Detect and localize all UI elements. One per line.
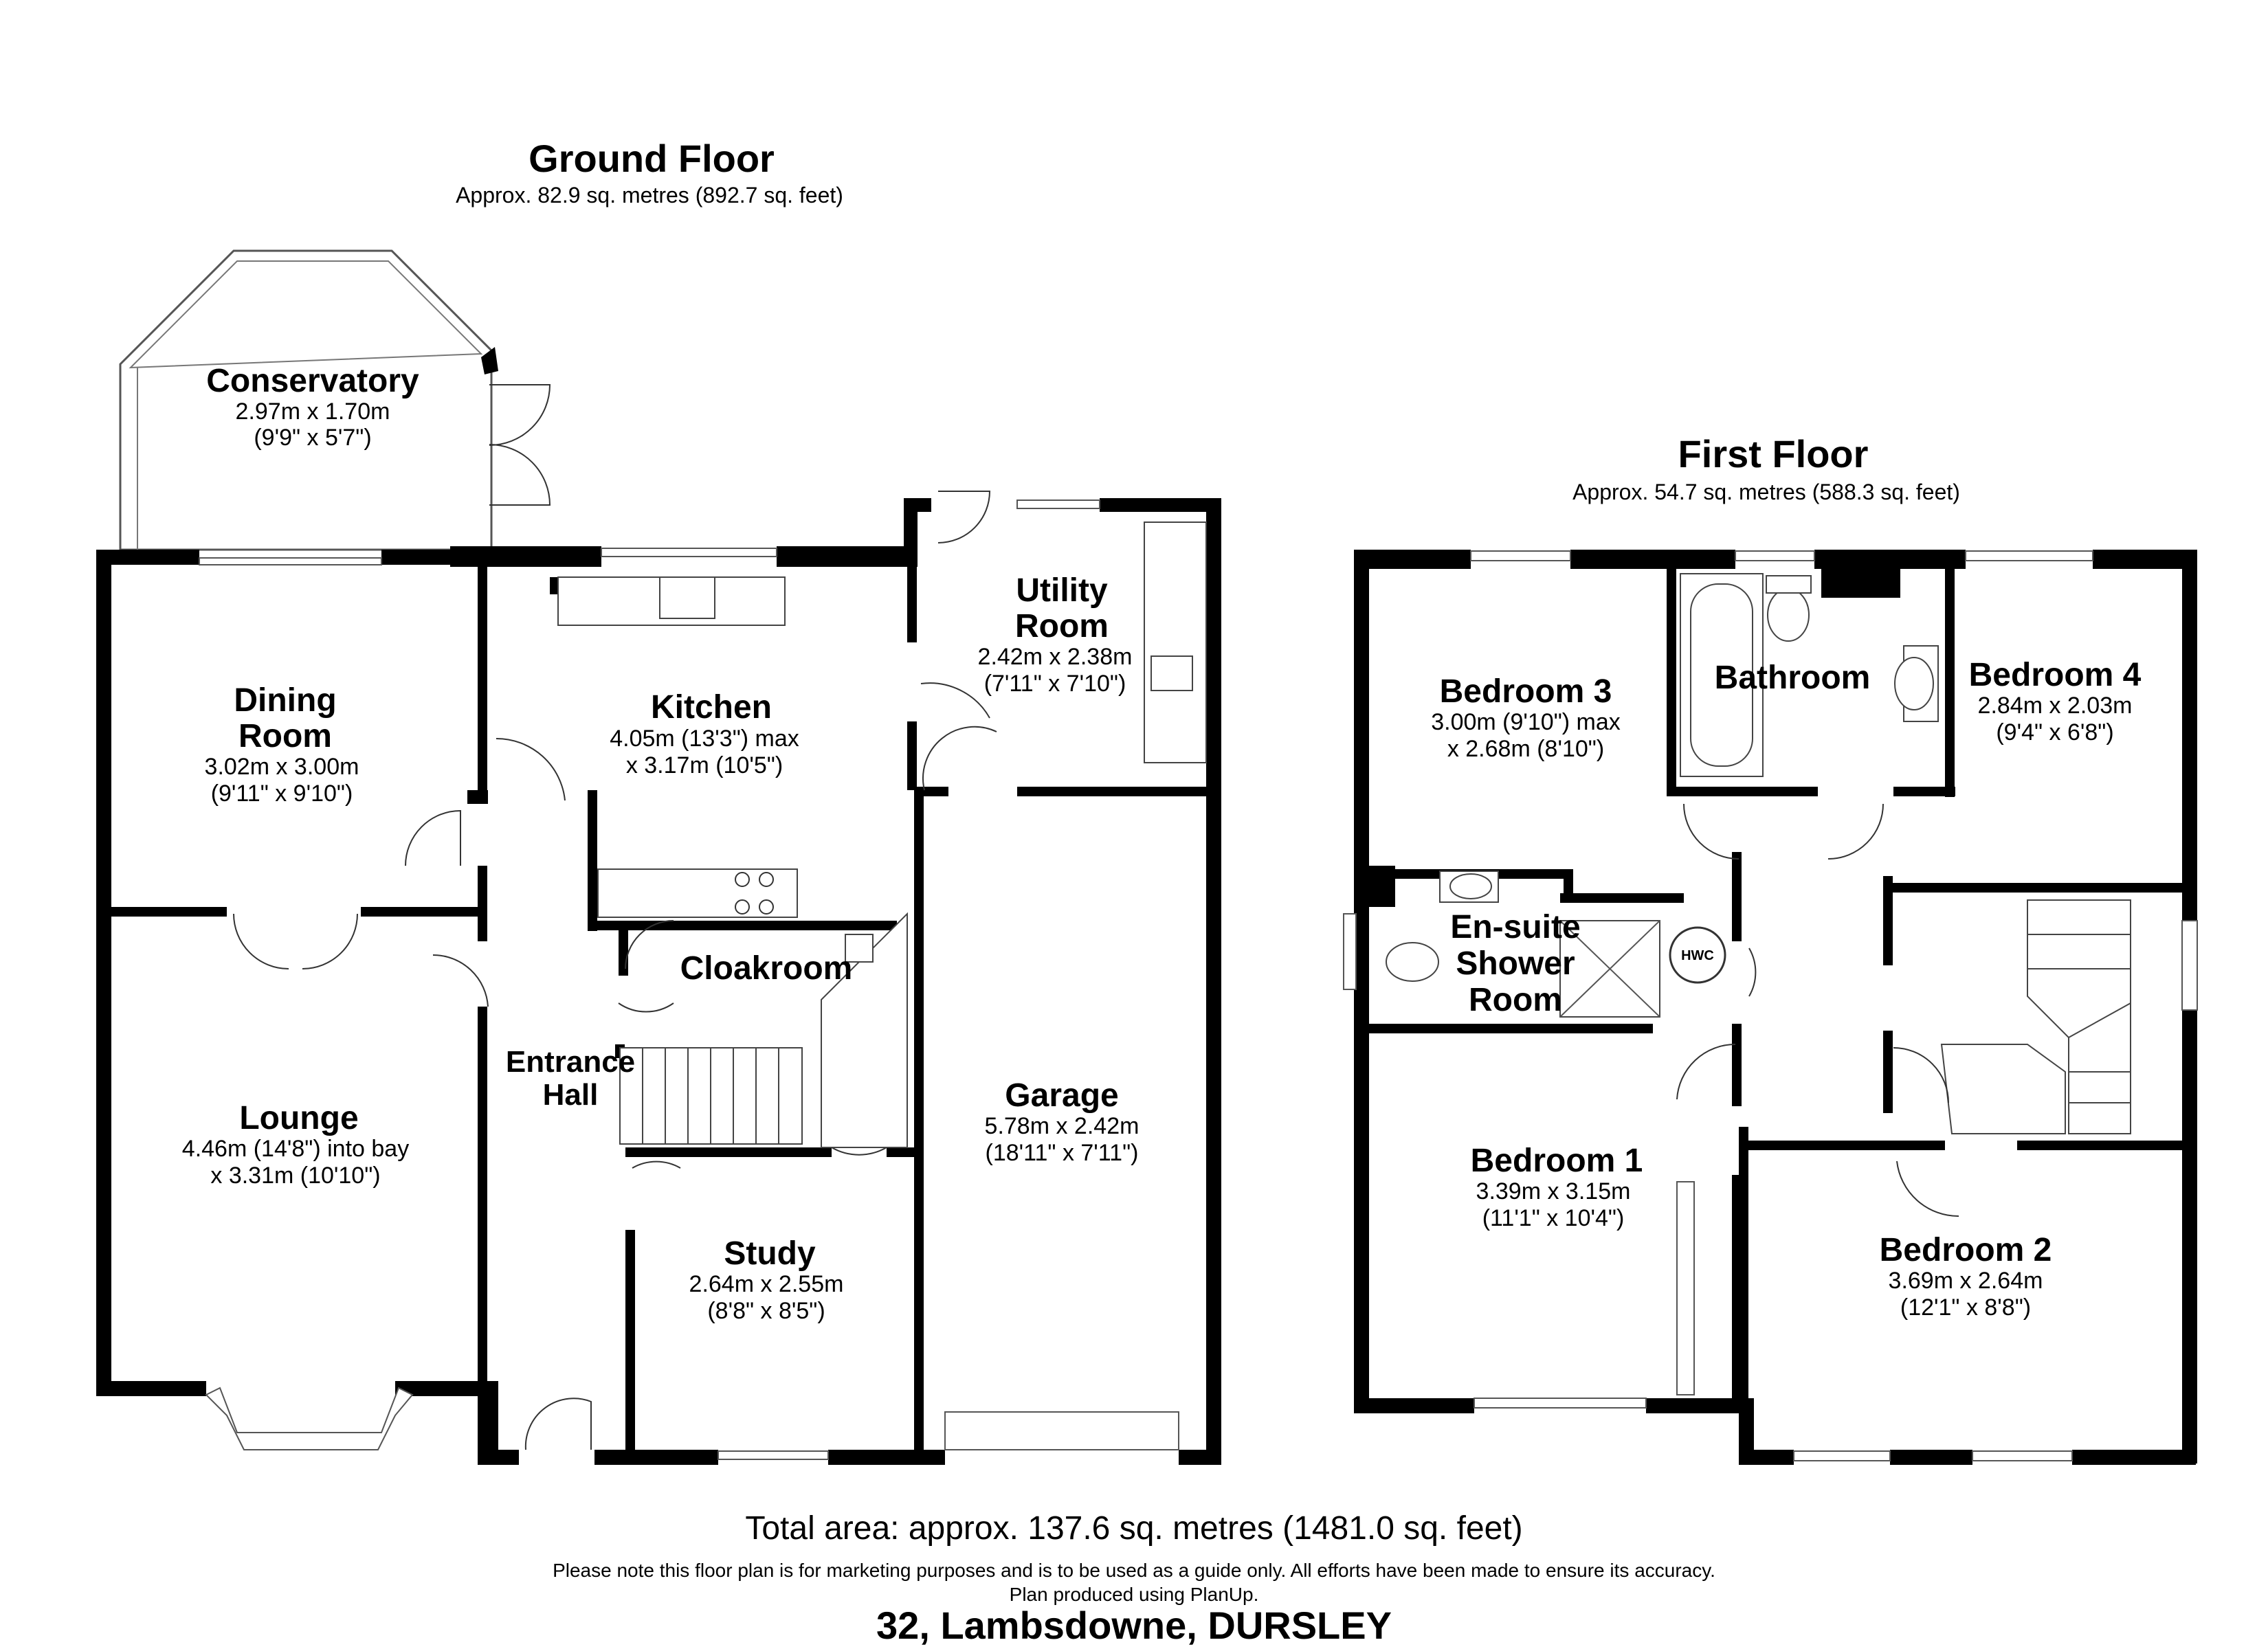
conservatory-dim-m: 2.97m x 1.70m	[236, 399, 390, 425]
first-floor-stairs	[1940, 899, 2131, 1134]
lounge-dim-m: 4.46m (14'8") into bay	[182, 1136, 409, 1162]
bedroom-4-dim-ft: (9'4" x 6'8")	[1996, 719, 2113, 745]
dining-room-dim-m: 3.02m x 3.00m	[205, 754, 359, 780]
bedroom-1-dim-m: 3.39m x 3.15m	[1476, 1178, 1631, 1204]
garage-dim-m: 5.78m x 2.42m	[985, 1113, 1139, 1139]
study-dim-m: 2.64m x 2.55m	[689, 1271, 844, 1297]
ensuite-label: En-suite Shower Room	[1450, 909, 1580, 1018]
lounge-name: Lounge	[239, 1100, 358, 1136]
ensuite-name-3: Room	[1469, 982, 1562, 1018]
kitchen-fittings	[557, 521, 1207, 918]
conservatory-dim-ft: (9'9" x 5'7")	[254, 425, 371, 451]
first-floor-windows	[1343, 550, 2198, 1461]
first-floor-area: Approx. 54.7 sq. metres (588.3 sq. feet)	[1572, 480, 1960, 504]
bedroom-2-dim-m: 3.69m x 2.64m	[1889, 1268, 2043, 1294]
plan-credit: Plan produced using PlanUp.	[1010, 1584, 1259, 1605]
bedroom-3-dim-ft: x 2.68m (8'10")	[1447, 736, 1604, 762]
lounge-label: Lounge 4.46m (14'8") into bay x 3.31m (1…	[182, 1100, 409, 1189]
total-area: Total area: approx. 137.6 sq. metres (14…	[745, 1510, 1522, 1547]
first-floor-walls	[1354, 550, 2197, 1465]
study-dim-ft: (8'8" x 8'5")	[707, 1298, 825, 1324]
bedroom-1-label: Bedroom 1 3.39m x 3.15m (11'1" x 10'4")	[1471, 1143, 1643, 1231]
footer: Total area: approx. 137.6 sq. metres (14…	[553, 1510, 1715, 1647]
entrance-hall-name-2: Hall	[543, 1078, 599, 1112]
property-address: 32, Lambsdowne, DURSLEY	[876, 1604, 1392, 1647]
bedroom-4-dim-m: 2.84m x 2.03m	[1978, 693, 2133, 719]
bedroom-3-label: Bedroom 3 3.00m (9'10") max x 2.68m (8'1…	[1431, 673, 1621, 762]
utility-room-dim-m: 2.42m x 2.38m	[978, 644, 1133, 670]
garage-dim-ft: (18'11" x 7'11")	[986, 1140, 1139, 1166]
bedroom-3-dim-m: 3.00m (9'10") max	[1431, 709, 1621, 735]
entrance-hall-name-1: Entrance	[506, 1045, 635, 1079]
first-floor-plan: First Floor Approx. 54.7 sq. metres (588…	[1343, 432, 2198, 1465]
bedroom-4-name: Bedroom 4	[1969, 657, 2142, 693]
ground-floor-windows	[199, 500, 1179, 1460]
conservatory-name: Conservatory	[206, 363, 419, 399]
study-name: Study	[724, 1235, 816, 1272]
garage-name: Garage	[1005, 1077, 1118, 1114]
dining-room-dim-ft: (9'11" x 9'10")	[211, 781, 353, 807]
ensuite-name-2: Shower	[1456, 945, 1575, 982]
kitchen-dim-ft: x 3.17m (10'5")	[626, 752, 783, 778]
bedroom-2-label: Bedroom 2 3.69m x 2.64m (12'1" x 8'8")	[1880, 1232, 2052, 1321]
kitchen-label: Kitchen 4.05m (13'3") max x 3.17m (10'5"…	[610, 689, 799, 778]
ensuite-name-1: En-suite	[1450, 909, 1580, 945]
ground-floor-stairs	[619, 912, 908, 1148]
ground-floor-title: Ground Floor	[529, 137, 775, 180]
utility-room-name-1: Utility	[1016, 572, 1108, 609]
disclaimer: Please note this floor plan is for marke…	[553, 1560, 1715, 1581]
utility-room-label: Utility Room 2.42m x 2.38m (7'11" x 7'10…	[978, 572, 1133, 697]
study-label: Study 2.64m x 2.55m (8'8" x 8'5")	[689, 1235, 844, 1324]
dining-room-label: Dining Room 3.02m x 3.00m (9'11" x 9'10"…	[205, 682, 359, 807]
dining-room-name-2: Room	[238, 718, 332, 754]
ground-floor-walls	[96, 498, 1221, 1465]
entrance-hall-label: Entrance Hall	[506, 1045, 635, 1112]
bedroom-4-label: Bedroom 4 2.84m x 2.03m (9'4" x 6'8")	[1969, 657, 2142, 745]
hwc-label: HWC	[1681, 948, 1714, 963]
bedroom-1-name: Bedroom 1	[1471, 1143, 1643, 1179]
bathroom-name: Bathroom	[1715, 660, 1871, 696]
bathroom-fittings	[1386, 573, 1939, 1018]
dining-room-name-1: Dining	[234, 682, 336, 719]
kitchen-dim-m: 4.05m (13'3") max	[610, 726, 799, 752]
first-floor-doors	[1676, 803, 1959, 1218]
bedroom-2-name: Bedroom 2	[1880, 1232, 2052, 1268]
kitchen-name: Kitchen	[651, 689, 772, 726]
ground-floor-area: Approx. 82.9 sq. metres (892.7 sq. feet)	[456, 183, 843, 207]
bedroom-3-name: Bedroom 3	[1440, 673, 1612, 710]
utility-room-name-2: Room	[1015, 608, 1109, 644]
first-floor-title: First Floor	[1678, 432, 1869, 475]
lounge-dim-ft: x 3.31m (10'10")	[210, 1163, 380, 1189]
ground-floor-plan: Ground Floor Approx. 82.9 sq. metres (89…	[96, 137, 1221, 1465]
bedroom-1-dim-ft: (11'1" x 10'4")	[1482, 1205, 1625, 1231]
ground-floor-doors	[233, 491, 997, 1450]
cloakroom-name: Cloakroom	[680, 950, 853, 987]
utility-room-dim-ft: (7'11" x 7'10")	[984, 671, 1126, 697]
bedroom-2-dim-ft: (12'1" x 8'8")	[1900, 1294, 2031, 1321]
garage-label: Garage 5.78m x 2.42m (18'11" x 7'11")	[985, 1077, 1139, 1166]
conservatory-label: Conservatory 2.97m x 1.70m (9'9" x 5'7")	[206, 363, 419, 451]
